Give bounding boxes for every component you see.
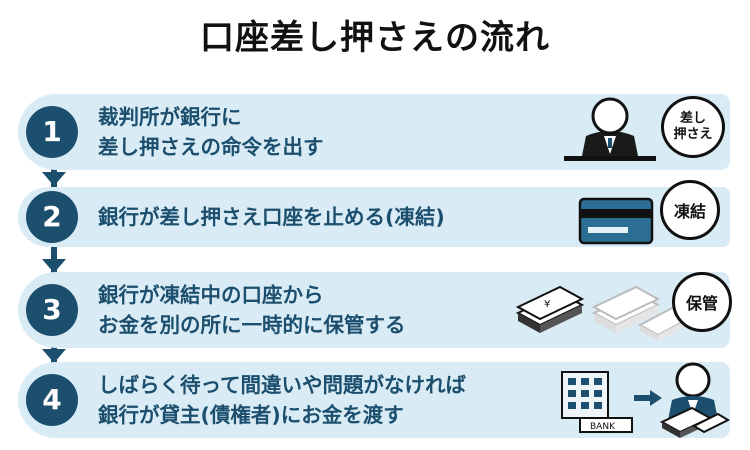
- step-3-line-2: お金を別の所に一時的に保管する: [98, 313, 406, 337]
- cash-stack-icon: ¥: [515, 285, 585, 333]
- step-1-text: 裁判所が銀行に 差し押さえの命令を出す: [98, 102, 324, 162]
- step-3-text: 銀行が凍結中の口座から お金を別の所に一時的に保管する: [98, 280, 406, 340]
- step-3-number: 3: [26, 284, 78, 336]
- freeze-bubble-label: 凍結: [673, 202, 706, 221]
- svg-text:¥: ¥: [544, 299, 550, 310]
- step-3-line-1: 銀行が凍結中の口座から: [98, 283, 324, 307]
- down-arrow-icon: [42, 349, 66, 363]
- bank-sign-label: BANK: [590, 422, 616, 432]
- step-1-line-2: 差し押さえの命令を出す: [98, 135, 324, 159]
- step-2-line-1: 銀行が差し押さえ口座を止める(凍結): [98, 205, 445, 229]
- custody-bubble-label: 保管: [685, 294, 718, 313]
- cash-stack-faded-icon: [591, 285, 661, 333]
- judge-icon: [564, 97, 656, 161]
- seizure-bubble-line-2: 押さえ: [673, 127, 713, 142]
- step-1-number: 1: [26, 106, 78, 158]
- seizure-bubble-line-1: 差し: [679, 111, 706, 126]
- step-4-line-1: しばらく待って間違いや問題がなければ: [98, 373, 466, 397]
- creditor-icon: [659, 362, 731, 438]
- down-arrow-icon: [42, 172, 66, 186]
- bank-card-icon: [578, 197, 654, 245]
- step-4-text: しばらく待って間違いや問題がなければ 銀行が貸主(債権者)にお金を渡す: [98, 370, 466, 430]
- page-title: 口座差し押さえの流れ: [200, 18, 550, 58]
- down-arrow-icon: [42, 259, 66, 273]
- step-4-line-2: 銀行が貸主(債権者)にお金を渡す: [98, 403, 404, 427]
- step-2-number: 2: [26, 191, 78, 243]
- custody-bubble: 保管: [672, 272, 732, 332]
- bank-building-icon: BANK: [561, 371, 633, 433]
- freeze-bubble: 凍結: [660, 180, 720, 240]
- step-4-number: 4: [26, 374, 78, 426]
- seizure-bubble: 差し 押さえ: [661, 96, 725, 158]
- step-1-line-1: 裁判所が銀行に: [98, 105, 242, 129]
- right-arrow-icon: [634, 390, 662, 406]
- step-2-text: 銀行が差し押さえ口座を止める(凍結): [98, 202, 445, 232]
